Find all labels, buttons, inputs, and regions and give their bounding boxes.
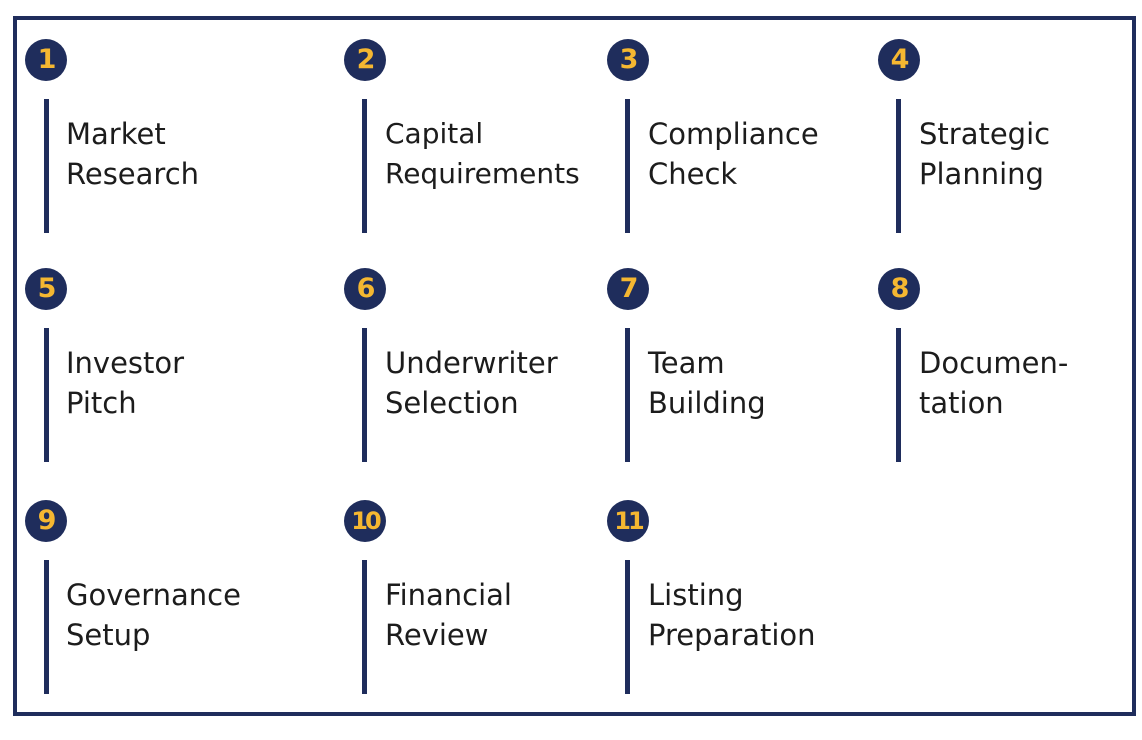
step-label-line1: Capital [385,117,484,150]
step-label-line2: Requirements [385,157,580,190]
step-number-badge: 1 [25,39,67,81]
step-divider-bar [625,328,630,462]
step-number-badge: 3 [607,39,649,81]
step-label-line2: Setup [66,618,151,652]
step-divider-bar [896,328,901,462]
diagram-frame [13,16,1136,716]
step-divider-bar [362,328,367,462]
step-label: Documen- tation [919,343,1068,423]
step-number-badge: 11 [607,500,649,542]
step-divider-bar [362,560,367,694]
step-label-line2: Planning [919,157,1044,191]
step-label-line1: Financial [385,578,512,612]
step-divider-bar [625,560,630,694]
step-number-badge: 10 [344,500,386,542]
step-number-badge: 2 [344,39,386,81]
step-label: Listing Preparation [648,575,816,655]
step-number-badge: 6 [344,268,386,310]
step-label-line1: Investor [66,346,185,380]
step-label-line1: Compliance [648,117,819,151]
step-label-line1: Strategic [919,117,1051,151]
step-divider-bar [44,99,49,233]
step-label-line2: Selection [385,386,519,420]
step-label: Governance Setup [66,575,241,655]
step-label: Market Research [66,114,199,194]
step-label-line1: Documen- [919,346,1069,380]
step-label: Team Building [648,343,766,423]
step-label-line2: Check [648,157,738,191]
step-label-line1: Underwriter [385,346,558,380]
step-number-badge: 8 [878,268,920,310]
step-divider-bar [44,328,49,462]
step-label: Underwriter Selection [385,343,558,423]
step-label: Capital Requirements [385,114,580,194]
step-number-badge: 7 [607,268,649,310]
step-label: Investor Pitch [66,343,184,423]
step-label-line2: Pitch [66,386,137,420]
step-divider-bar [362,99,367,233]
step-divider-bar [625,99,630,233]
step-label-line1: Market [66,117,166,151]
step-label: Financial Review [385,575,512,655]
step-divider-bar [896,99,901,233]
step-label-line1: Team [648,346,725,380]
step-label-line2: Review [385,618,489,652]
step-label-line2: Research [66,157,200,191]
step-number-badge: 9 [25,500,67,542]
step-divider-bar [44,560,49,694]
step-label-line1: Listing [648,578,744,612]
step-label-line2: tation [919,386,1004,420]
step-number-badge: 4 [878,39,920,81]
step-label-line2: Preparation [648,618,816,652]
step-label-line2: Building [648,386,766,420]
step-label: Strategic Planning [919,114,1050,194]
step-number-badge: 5 [25,268,67,310]
step-label-line1: Governance [66,578,241,612]
step-label: Compliance Check [648,114,819,194]
